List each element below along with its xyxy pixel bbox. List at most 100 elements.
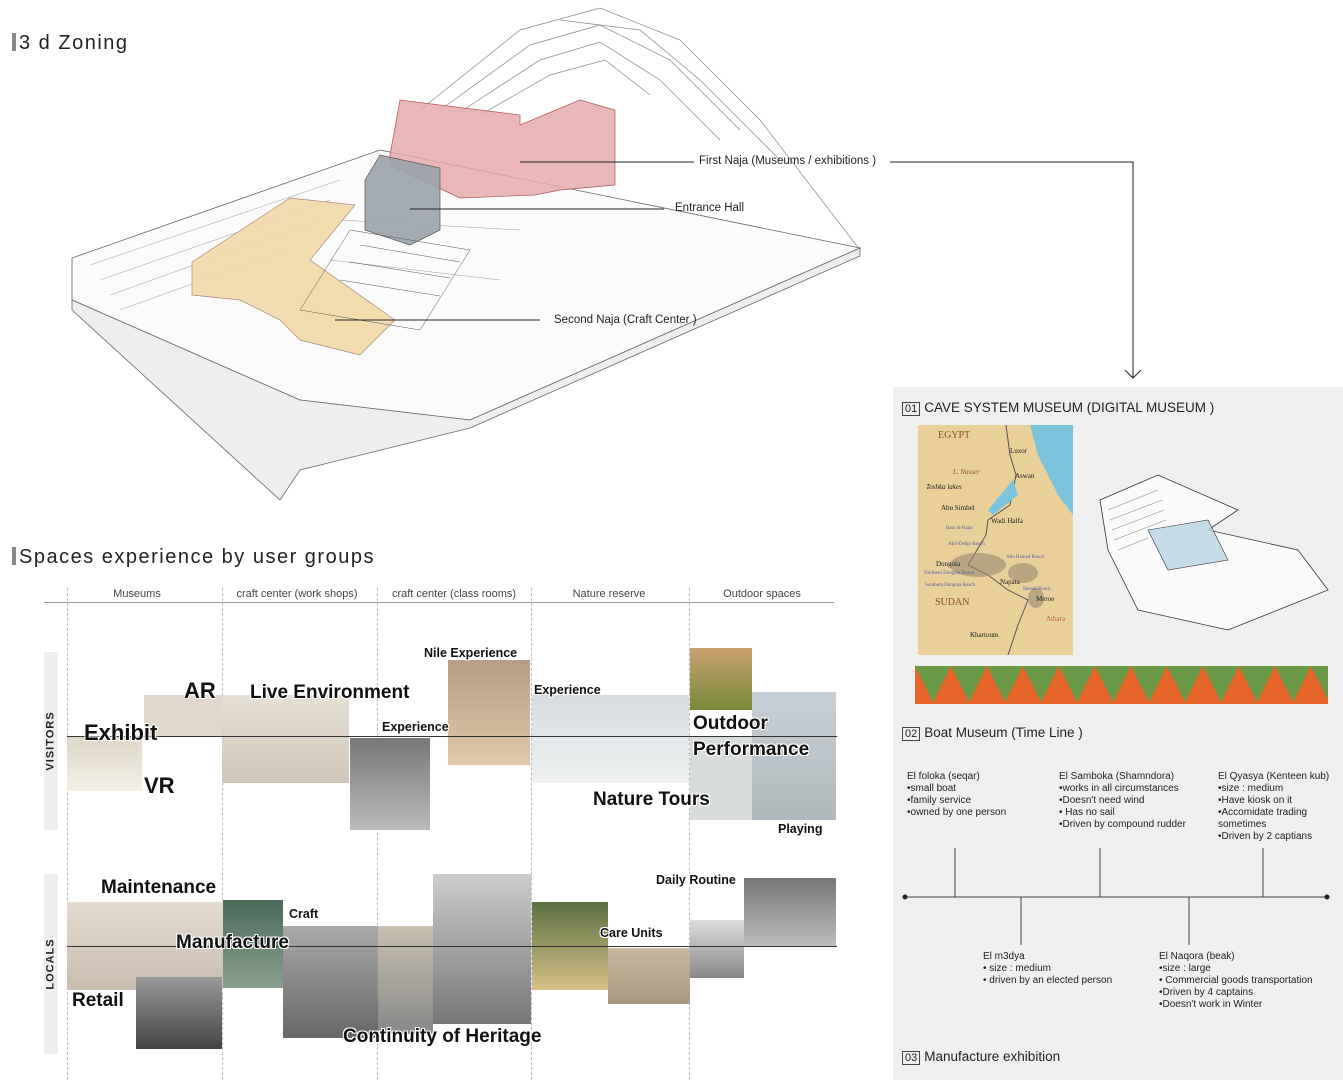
- boat-point: •Driven by 2 captians: [1218, 831, 1313, 842]
- callout-first-naja: First Naja (Museums / exhibitions ): [699, 155, 877, 167]
- boat-point: •Doesn't work in Winter: [1159, 999, 1263, 1010]
- map-label: EGYPT: [938, 430, 971, 441]
- boat-point: • Commercial goods transportation: [1159, 975, 1313, 986]
- map-label: L. Nasser: [953, 468, 980, 476]
- boat-name: El Samboka (Shamndora): [1059, 771, 1175, 782]
- photo-care-units: [608, 948, 690, 1004]
- photo-outdoor: [752, 692, 836, 820]
- section-title: Boat Museum (Time Line ): [924, 725, 1083, 740]
- zoning-title-text: 3 d Zoning: [19, 32, 129, 54]
- section-number: 01: [902, 402, 921, 416]
- first-naja-zone: [389, 99, 616, 199]
- photo-corridor: [67, 736, 142, 791]
- column-header-museums: Museums: [113, 588, 161, 600]
- boat-point: • driven by an elected person: [983, 975, 1113, 986]
- map-label: Wadi Halfa: [991, 517, 1023, 525]
- map-label: Dongola: [936, 560, 961, 568]
- terrain-contours: [419, 7, 861, 401]
- column-divider: [531, 588, 532, 1080]
- label-maintenance: Maintenance: [101, 877, 217, 898]
- boat-point: •Driven by 4 captains: [1159, 987, 1254, 998]
- label-experience: Experience: [382, 720, 449, 734]
- label-vr: VR: [144, 773, 175, 798]
- map-label: Shendi Reach: [1023, 587, 1051, 592]
- label-nile-experience: Nile Experience: [424, 646, 518, 660]
- photo-manufacture: [283, 926, 378, 1038]
- photo-playing: [690, 736, 752, 820]
- label-care-units: Care Units: [600, 926, 663, 940]
- map-label: Northern Dongola Reach: [924, 571, 975, 576]
- map-label: Southern Dongola Reach: [925, 583, 976, 588]
- boat-point: •size : medium: [1218, 783, 1284, 794]
- locals-label: LOCALS: [45, 938, 58, 990]
- callout-entrance-hall: Entrance Hall: [675, 202, 745, 214]
- map-label: Batn el-Hajar: [946, 526, 974, 531]
- label-experience-nature: Experience: [534, 683, 601, 697]
- photo-gallery: [144, 695, 222, 737]
- boat-point: sometimes: [1218, 819, 1267, 830]
- timeline-item-qyasya: El Qyasya (Kenteen kub) •size : medium •…: [1218, 771, 1329, 843]
- label-retail: Retail: [72, 990, 124, 1011]
- map-label: Abu Hamed Reach: [1006, 555, 1045, 560]
- label-continuity-of-heritage: Continuity of Heritage: [343, 1026, 542, 1047]
- label-nature-tours: Nature Tours: [593, 789, 710, 810]
- callout-second-naja: Second Naja (Craft Center ): [554, 314, 697, 326]
- visitors-band: VISITORS: [44, 652, 58, 830]
- map-label: Napata: [1000, 578, 1020, 586]
- column-divider: [67, 588, 68, 1080]
- photo-heritage: [433, 874, 531, 1024]
- label-outdoor: Outdoor: [693, 713, 768, 734]
- section-number: 03: [902, 1051, 921, 1065]
- column-divider: [222, 588, 223, 1080]
- entrance-hall-zone: [364, 154, 441, 246]
- map-label: Atbara: [1046, 615, 1066, 623]
- timeline-item-foloka: El foloka (seqar) •small boat •family se…: [907, 771, 1006, 819]
- column-header-outdoor: Outdoor spaces: [723, 588, 801, 600]
- map-label: Aswan: [1015, 472, 1035, 480]
- photo-women-seated: [350, 738, 430, 830]
- boat-name: El Naqora (beak): [1159, 951, 1235, 962]
- photo-live-environment: [222, 695, 349, 783]
- column-header-nature: Nature reserve: [572, 588, 646, 600]
- photo-nile: [448, 660, 530, 765]
- boat-point: •Accomidate trading: [1218, 807, 1308, 818]
- map-label: Abu Simbel: [941, 504, 975, 512]
- boat-point: •works in all circumstances: [1059, 783, 1179, 794]
- boat-point: •Doesn't need wind: [1059, 795, 1145, 806]
- map-label: Meroe: [1036, 595, 1055, 603]
- boat-point: •owned by one person: [907, 807, 1007, 818]
- timeline-item-samboka: El Samboka (Shamndora) •works in all cir…: [1059, 771, 1186, 831]
- photo-nature-glass: [532, 695, 689, 783]
- map-label: Khartoum: [970, 631, 999, 639]
- photo-river: [690, 920, 744, 978]
- section-number: 02: [902, 727, 921, 741]
- label-craft: Craft: [289, 907, 319, 921]
- column-divider: [689, 588, 690, 1080]
- column-header-classrooms: craft center (class rooms): [391, 588, 517, 600]
- label-performance: Performance: [693, 739, 810, 760]
- section-title: Manufacture exhibition: [924, 1049, 1061, 1064]
- zoning-title: 3 d Zoning: [12, 32, 129, 55]
- timeline-item-m3dya: El m3dya • size : medium • driven by an …: [983, 951, 1112, 987]
- nile-map: EGYPT Luxor L. Nasser Aswan Toshka lakes…: [918, 425, 1073, 655]
- boat-point: •family service: [907, 795, 972, 806]
- label-playing: Playing: [778, 822, 823, 836]
- map-label: Toshka lakes: [926, 483, 962, 491]
- column-divider: [377, 588, 378, 1080]
- label-manufacture: Manufacture: [176, 932, 289, 953]
- map-label: SUDAN: [935, 597, 970, 608]
- photo-dancers: [690, 648, 752, 710]
- section-title: CAVE SYSTEM MUSEUM (DIGITAL MUSEUM ): [924, 400, 1215, 415]
- locals-band: LOCALS: [44, 874, 58, 1054]
- timeline-strip: [915, 666, 1328, 704]
- boat-point: •Driven by compound rudder: [1059, 819, 1186, 830]
- spaces-title: Spaces experience by user groups: [12, 546, 375, 569]
- boat-timeline: [902, 848, 1330, 945]
- boat-name: El Qyasya (Kenteen kub): [1218, 771, 1330, 782]
- boat-name: El m3dya: [983, 951, 1025, 962]
- axonometric-drawing: [71, 7, 1142, 500]
- boat-name: El foloka (seqar): [907, 771, 980, 782]
- photo-heritage-book: [378, 926, 433, 1034]
